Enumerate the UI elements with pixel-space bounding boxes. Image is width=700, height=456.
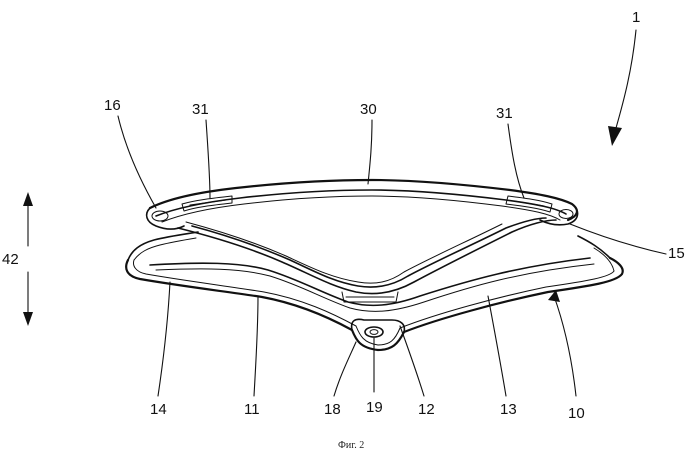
label-dimension: 42: [2, 251, 19, 268]
label-right-corner: 15: [668, 245, 685, 262]
label-slot-left: 31: [192, 101, 209, 118]
assembly-arrow: [608, 30, 636, 146]
dimension-arrow-42: [23, 192, 33, 326]
leader-lines: [118, 116, 666, 396]
inner-support: [178, 218, 556, 302]
label-slot-right: 31: [496, 105, 513, 122]
label-lug: 18: [324, 401, 341, 418]
label-hole: 19: [366, 399, 383, 416]
label-left-rim: 14: [150, 401, 167, 418]
outer-frame: [126, 232, 623, 350]
figure-caption: Фиг. 2: [338, 440, 364, 451]
label-left-corner: 16: [104, 97, 121, 114]
reference-labels: 1 16 31 30 31 15 42 14 11 18 19 12 13 10: [2, 9, 685, 422]
label-right-rim: 13: [500, 401, 517, 418]
label-front-rim: 11: [244, 401, 260, 418]
label-center-rim: 12: [418, 401, 435, 418]
label-outer-frame: 10: [568, 405, 585, 422]
label-assembly: 1: [632, 9, 640, 26]
label-top-rib: 30: [360, 101, 377, 118]
